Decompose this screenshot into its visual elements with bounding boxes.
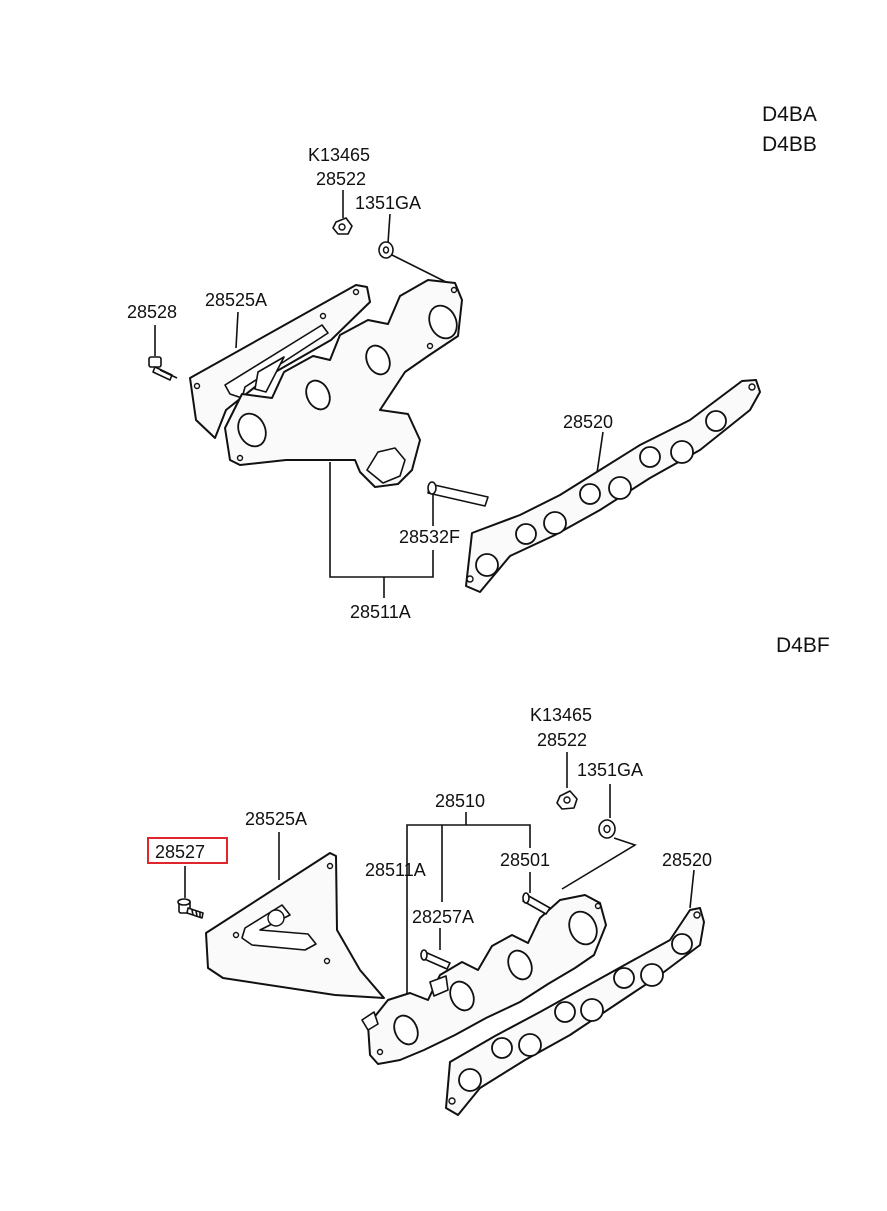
leader-washer-to-flange-top (391, 254, 449, 284)
label-28511a-bottom[interactable]: 28511A (365, 860, 426, 880)
label-k13465-top[interactable]: K13465 (308, 145, 370, 165)
label-28520-top[interactable]: 28520 (563, 412, 613, 432)
nut-icon[interactable] (556, 790, 578, 810)
stud-28501-icon[interactable] (522, 892, 551, 915)
label-28257a[interactable]: 28257A (412, 907, 474, 927)
label-28525a-top[interactable]: 28525A (205, 290, 267, 310)
label-28525a-bottom[interactable]: 28525A (245, 809, 307, 829)
label-28532f[interactable]: 28532F (399, 527, 460, 547)
washer-icon[interactable] (598, 819, 616, 839)
stud-28257a-icon[interactable] (420, 949, 451, 970)
gasket-icon[interactable] (465, 379, 761, 593)
engine-code-d4bb: D4BB (762, 133, 817, 156)
label-28511a-top[interactable]: 28511A (350, 602, 411, 622)
heat-shield-icon[interactable] (205, 852, 385, 999)
leader-28520-bottom (689, 869, 695, 909)
bolt-28527-icon[interactable] (177, 898, 204, 919)
label-28522-bottom[interactable]: 28522 (537, 730, 587, 750)
exhaust-manifold-icon[interactable] (361, 894, 607, 1065)
label-28522-top[interactable]: 28522 (316, 169, 366, 189)
exhaust-manifold-icon[interactable] (224, 279, 463, 488)
label-1351ga-top[interactable]: 1351GA (355, 193, 421, 213)
bottom-section: K13465 28522 1351GA 28510 28525A 28527 2… (147, 705, 712, 1116)
top-section: K13465 28522 1351GA 28528 28525A 28520 2… (127, 145, 761, 622)
engine-code-d4ba: D4BA (762, 103, 817, 126)
leader-28520-top (596, 431, 604, 474)
label-28510[interactable]: 28510 (435, 791, 485, 811)
label-28527[interactable]: 28527 (155, 842, 205, 862)
leader-washer-to-flange-bottom (561, 837, 637, 890)
stud-icon[interactable] (427, 481, 489, 507)
label-28520-bottom[interactable]: 28520 (662, 850, 712, 870)
leader-1351ga-top (387, 213, 391, 244)
nut-icon[interactable] (332, 217, 353, 235)
label-28528[interactable]: 28528 (127, 302, 177, 322)
leader-bracket-28511a-top (329, 462, 434, 578)
leader-28525a-top (235, 311, 239, 349)
gasket-icon[interactable] (445, 907, 705, 1116)
label-1351ga-bottom[interactable]: 1351GA (577, 760, 643, 780)
label-28501[interactable]: 28501 (500, 850, 550, 870)
bolt-icon[interactable] (148, 356, 178, 381)
label-k13465-bottom[interactable]: K13465 (530, 705, 592, 725)
engine-code-d4bf: D4BF (776, 634, 830, 657)
leader-bracket-28510 (406, 824, 531, 1015)
washer-icon[interactable] (378, 241, 394, 259)
heat-shield-icon[interactable] (189, 284, 371, 439)
highlight-box-28527 (147, 837, 228, 864)
